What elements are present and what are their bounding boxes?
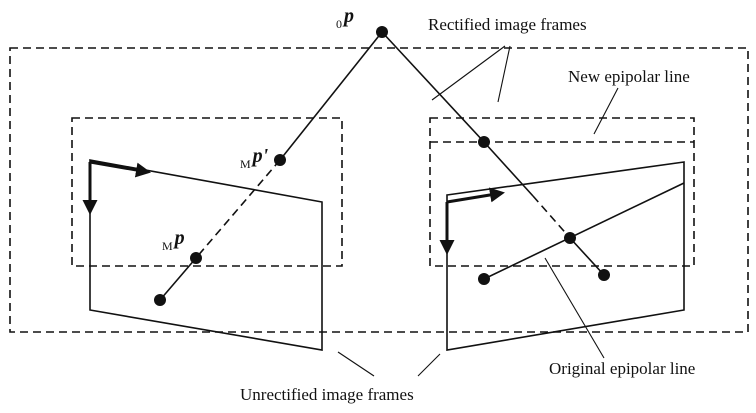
left-unrectified-frame (89, 159, 323, 351)
leader-unrectified-left (337, 351, 375, 377)
left-ray-solid-upper (279, 31, 383, 161)
right-unrectified-frame (446, 161, 685, 351)
outer-rectified-frame (9, 47, 749, 333)
left-x-axis-arrow (89, 160, 151, 178)
point-right-lower (598, 269, 610, 281)
right-ray-dashed (532, 195, 571, 239)
left-ray-solid-lower (159, 257, 197, 301)
point-mp (190, 252, 202, 264)
label-new-epipolar-line: New epipolar line (568, 67, 690, 86)
left-ray-dashed (195, 159, 281, 259)
left-rectified-frame (71, 117, 343, 267)
label-rectified-frames: Rectified image frames (428, 15, 587, 34)
label-unrectified-frames: Unrectified image frames (240, 385, 414, 404)
leader-rectified-2 (497, 45, 511, 103)
leader-rectified-1 (431, 45, 506, 101)
point-right-top (478, 136, 490, 148)
right-rectified-frame (429, 117, 695, 267)
point-0p (376, 26, 388, 38)
leader-new-epipolar (593, 87, 619, 135)
leader-unrectified-right (417, 353, 441, 377)
point-left-image (154, 294, 166, 306)
label-original-epipolar-line: Original epipolar line (549, 359, 695, 378)
point-right-epipolar (564, 232, 576, 244)
leader-original-epipolar (544, 257, 605, 359)
right-ray-solid-mid (483, 141, 534, 197)
point-mp-prime (274, 154, 286, 166)
right-x-axis-arrow (446, 187, 505, 204)
original-epipolar-line (483, 182, 685, 280)
right-ray-solid-upper (381, 31, 485, 143)
right-ray-solid-lower (569, 237, 605, 276)
point-right-epi-start (478, 273, 490, 285)
